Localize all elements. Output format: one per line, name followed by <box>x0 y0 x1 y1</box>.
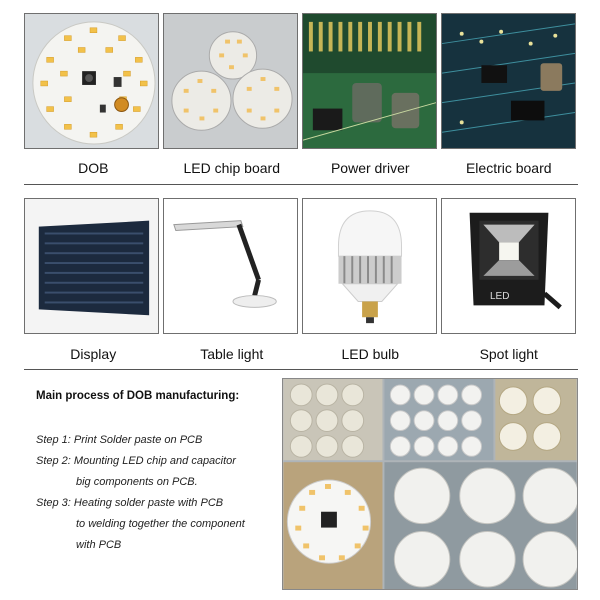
process-steps: Step 1: Print Solder paste on PCB Step 2… <box>36 430 276 556</box>
caption-led-chip-board: LED chip board <box>183 160 280 176</box>
process-title: Main process of DOB manufacturing: <box>36 390 240 402</box>
electric-board-image <box>441 13 576 149</box>
captions-bottom: Display Table light LED bulb Spot light <box>24 346 578 362</box>
step-2-line-1: Step 2: Mounting LED chip and capacitor <box>36 455 236 467</box>
divider-top <box>24 184 578 185</box>
dob-image <box>24 13 159 149</box>
caption-table-light: Table light <box>200 346 264 362</box>
spotlight-led-label: LED <box>490 291 510 302</box>
product-row-bottom: LED <box>24 198 578 334</box>
step-1: Step 1: Print Solder paste on PCB <box>36 434 203 446</box>
product-row-top <box>24 13 578 149</box>
table-light-image <box>163 198 298 334</box>
step-3-line-3: with PCB <box>76 539 122 551</box>
caption-spot-light: Spot light <box>479 346 538 362</box>
caption-power-driver: Power driver <box>330 160 410 176</box>
power-driver-image <box>302 13 437 149</box>
led-chip-board-image <box>163 13 298 149</box>
step-3-line-2: to welding together the component <box>76 518 245 530</box>
caption-display: Display <box>70 346 117 362</box>
spot-light-image: LED <box>441 198 576 334</box>
manufacturing-photo <box>282 378 578 590</box>
step-3-line-1: Step 3: Heating solder paste with PCB <box>36 497 224 509</box>
captions-top: DOB LED chip board Power driver Electric… <box>24 160 578 176</box>
caption-led-bulb: LED bulb <box>341 346 400 362</box>
led-bulb-image <box>302 198 437 334</box>
caption-dob: DOB <box>78 160 109 176</box>
divider-bottom <box>24 369 578 370</box>
step-2-line-2: big components on PCB. <box>76 476 198 488</box>
caption-electric-board: Electric board <box>465 160 552 176</box>
display-image <box>24 198 159 334</box>
